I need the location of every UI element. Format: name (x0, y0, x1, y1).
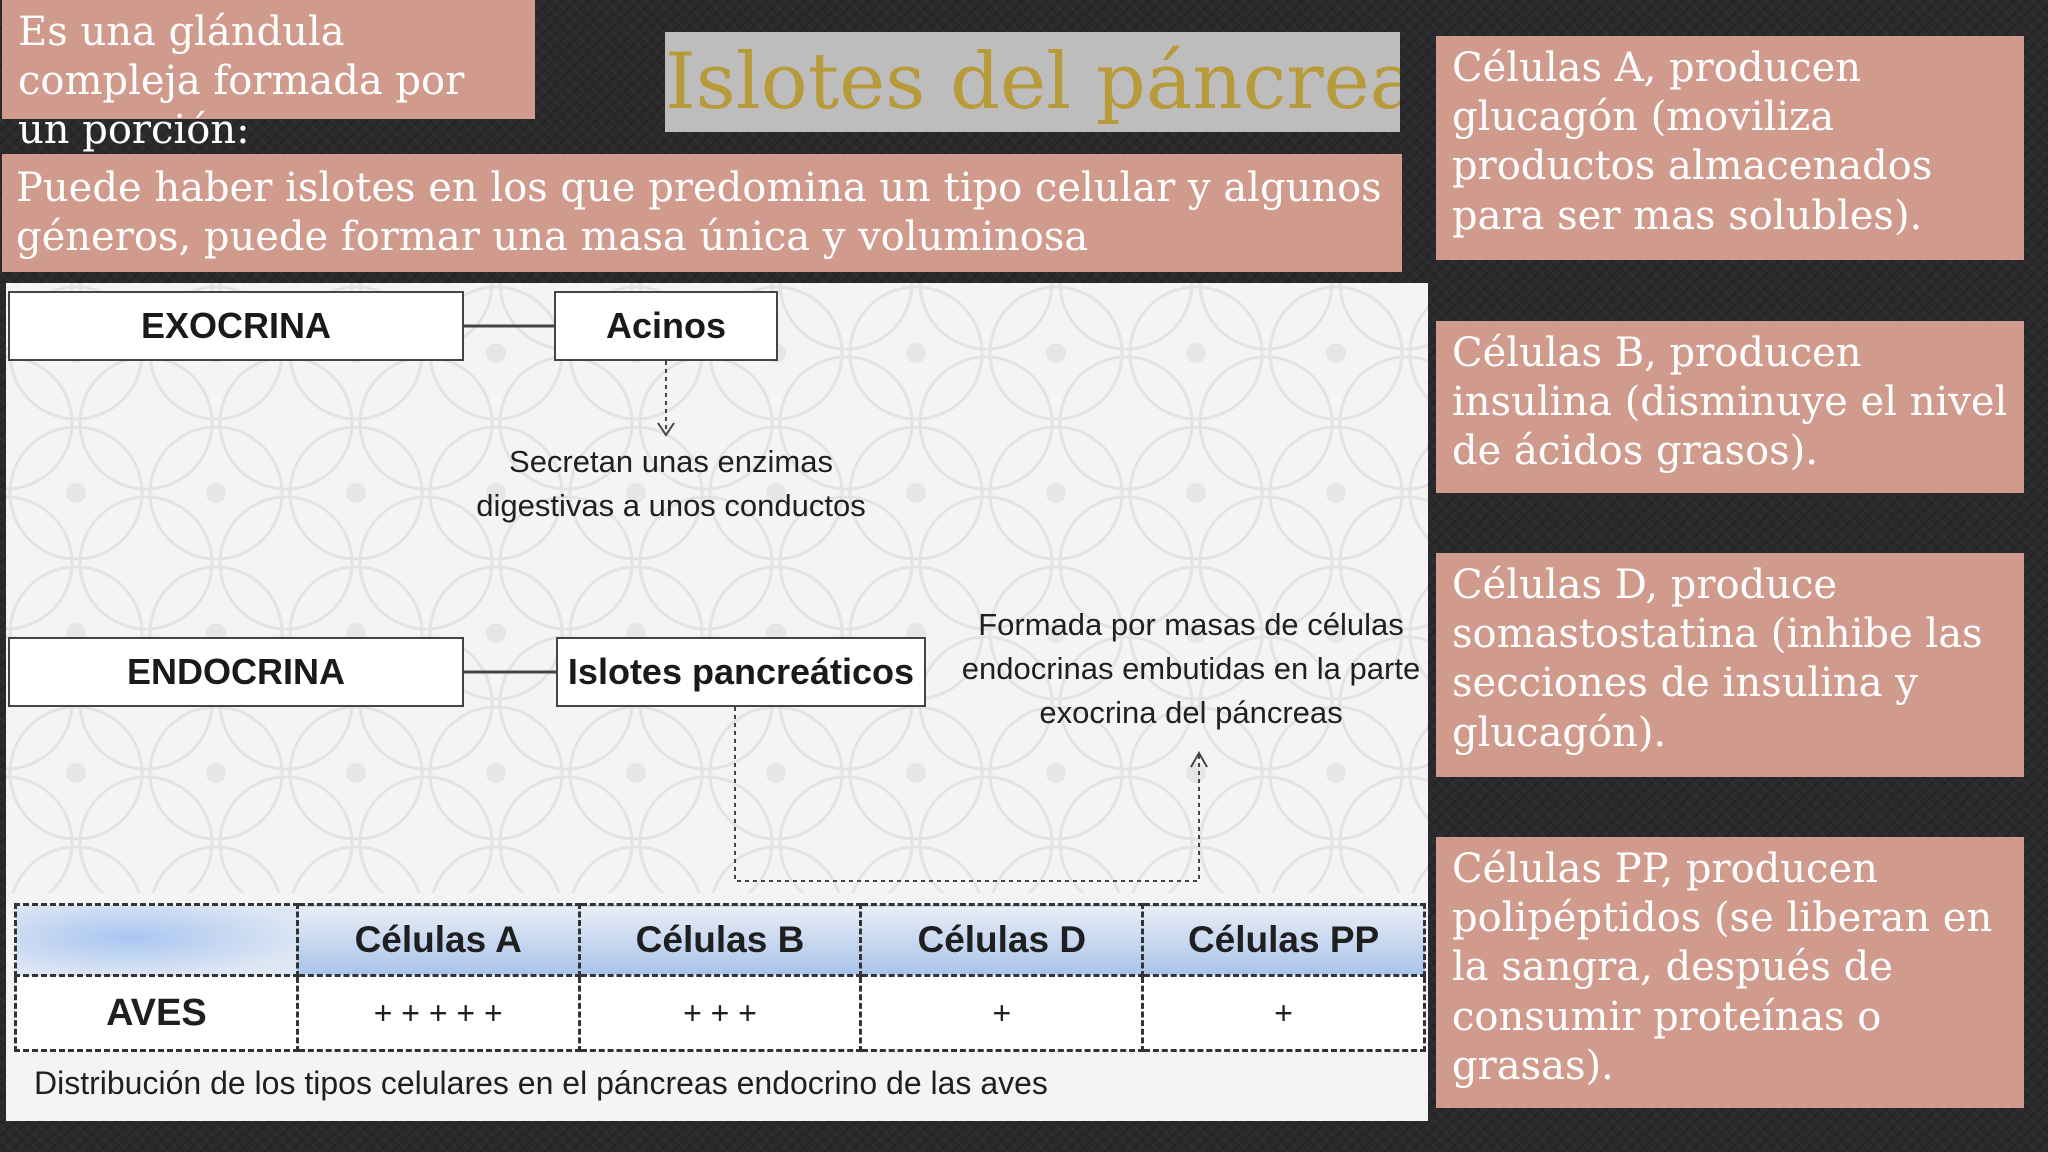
table-cell-d-value: + (859, 974, 1145, 1052)
cell-b-text: Células B, producen insulina (disminuye … (1452, 330, 2008, 475)
table-header-celulas-d: Células D (859, 903, 1145, 977)
exocrina-box: EXOCRINA (8, 291, 464, 361)
endocrina-label: ENDOCRINA (126, 651, 345, 692)
formada-text: Formada por masas de células endocrinas … (961, 607, 1421, 730)
table-corner-cell (14, 903, 299, 977)
slide-title-text: Islotes del páncreas (665, 37, 1400, 127)
islotes-pancreaticos-box: Islotes pancreáticos (556, 637, 926, 707)
cell-distribution-table: Células A Células B Células D Células PP… (14, 903, 1426, 1052)
acinos-box: Acinos (554, 291, 778, 361)
endocrina-box: ENDOCRINA (8, 637, 464, 707)
table-cell-a-value: + + + + + (295, 974, 581, 1052)
secretan-text: Secretan unas enzimas digestivas a unos … (476, 444, 866, 523)
table-header-row: Células A Células B Células D Células PP (14, 903, 1426, 977)
table-cell-pp-value: + (1141, 974, 1426, 1052)
table-header-celulas-pp: Células PP (1141, 903, 1426, 977)
decorative-background-pattern (6, 283, 1428, 893)
table-cell-b-value: + + + (577, 974, 863, 1052)
table-row-label: AVES (14, 974, 299, 1052)
cell-a-box: Células A, producen glucagón (moviliza p… (1436, 36, 2024, 260)
table-header-celulas-a: Células A (295, 903, 581, 977)
islotes-label: Islotes pancreáticos (567, 651, 915, 692)
cell-pp-text: Células PP, producen polipéptidos (se li… (1452, 846, 1993, 1089)
intro-text: Es una glándula compleja formada por un … (18, 9, 465, 154)
cell-d-box: Células D, produce somastostatina (inhib… (1436, 553, 2024, 777)
note-text: Puede haber islotes en los que predomina… (16, 165, 1382, 261)
cell-a-text: Células A, producen glucagón (moviliza p… (1452, 45, 1933, 239)
exocrina-label: EXOCRINA (140, 305, 332, 346)
cell-d-text: Células D, produce somastostatina (inhib… (1452, 562, 1983, 756)
cell-b-box: Células B, producen insulina (disminuye … (1436, 321, 2024, 493)
slide-title: Islotes del páncreas (665, 32, 1400, 132)
cell-pp-box: Células PP, producen polipéptidos (se li… (1436, 837, 2024, 1108)
acinos-label: Acinos (605, 305, 727, 346)
table-row: AVES + + + + + + + + + + (14, 974, 1426, 1052)
intro-text-box: Es una glándula compleja formada por un … (2, 0, 535, 153)
pancreas-diagram-figure: EXOCRINA Acinos Secretan unas enzimas di… (6, 283, 1428, 1121)
diagram-connectors (464, 324, 1208, 882)
table-header-celulas-b: Células B (577, 903, 863, 977)
table-caption: Distribución de los tipos celulares en e… (34, 1065, 1048, 1101)
note-text-box: Puede haber islotes en los que predomina… (2, 154, 1402, 272)
